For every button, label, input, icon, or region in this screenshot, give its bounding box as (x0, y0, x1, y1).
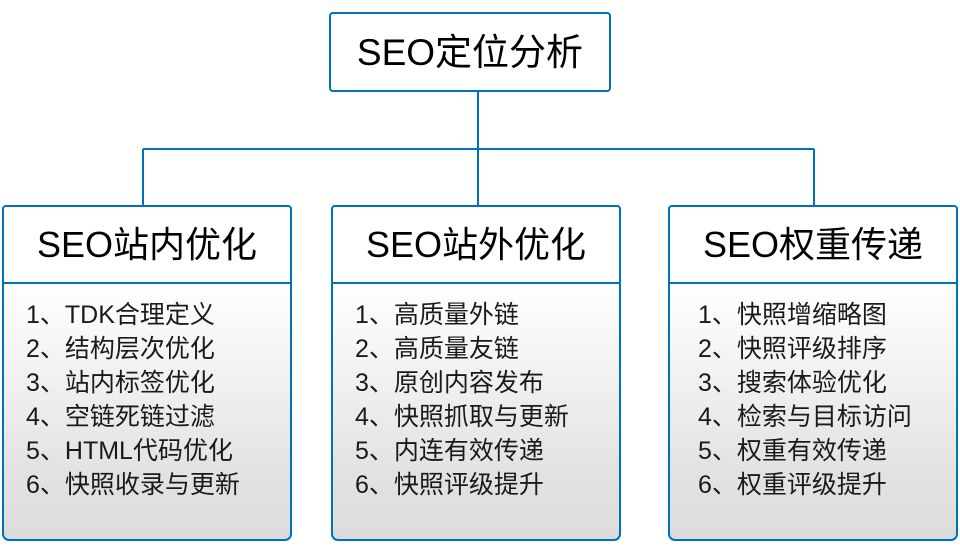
branch-body-3: 1、快照增缩略图 2、快照评级排序 3、搜索体验优化 4、检索与目标访问 5、权… (668, 284, 958, 541)
list-item: 5、HTML代码优化 (26, 437, 233, 465)
branch-title-2: SEO站外优化 (365, 223, 587, 265)
list-item: 5、权重有效传递 (698, 437, 887, 465)
list-item: 4、空链死链过滤 (26, 403, 215, 431)
list-item: 2、高质量友链 (355, 335, 519, 363)
list-item: 6、权重评级提升 (698, 471, 887, 499)
branch-list-3: 1、快照增缩略图 2、快照评级排序 3、搜索体验优化 4、检索与目标访问 5、权… (670, 298, 912, 502)
list-item: 3、搜索体验优化 (698, 369, 887, 397)
list-item: 2、结构层次优化 (26, 335, 215, 363)
list-item: 4、快照抓取与更新 (355, 403, 569, 431)
list-item: 4、检索与目标访问 (698, 403, 912, 431)
branch-title-3: SEO权重传递 (702, 223, 924, 265)
branch-body-1: 1、TDK合理定义 2、结构层次优化 3、站内标签优化 4、空链死链过滤 5、H… (2, 284, 292, 541)
list-item: 1、快照增缩略图 (698, 301, 887, 329)
list-item: 6、快照收录与更新 (26, 471, 240, 499)
list-item: 1、TDK合理定义 (26, 301, 215, 329)
branch-header-3[interactable]: SEO权重传递 (668, 205, 958, 284)
list-item: 6、快照评级提升 (355, 471, 544, 499)
list-item: 3、原创内容发布 (355, 369, 544, 397)
list-item: 5、内连有效传递 (355, 437, 544, 465)
branch-node-1[interactable]: SEO站内优化 1、TDK合理定义 2、结构层次优化 3、站内标签优化 4、空链… (2, 205, 292, 541)
branch-node-3[interactable]: SEO权重传递 1、快照增缩略图 2、快照评级排序 3、搜索体验优化 4、检索与… (668, 205, 958, 541)
branch-list-2: 1、高质量外链 2、高质量友链 3、原创内容发布 4、快照抓取与更新 5、内连有… (333, 298, 569, 502)
branch-header-1[interactable]: SEO站内优化 (2, 205, 292, 284)
branch-body-2: 1、高质量外链 2、高质量友链 3、原创内容发布 4、快照抓取与更新 5、内连有… (331, 284, 621, 541)
branch-header-2[interactable]: SEO站外优化 (331, 205, 621, 284)
branch-title-1: SEO站内优化 (36, 223, 258, 265)
root-node[interactable]: SEO定位分析 (329, 12, 611, 92)
list-item: 2、快照评级排序 (698, 335, 887, 363)
root-node-label: SEO定位分析 (356, 31, 584, 73)
list-item: 1、高质量外链 (355, 301, 519, 329)
list-item: 3、站内标签优化 (26, 369, 215, 397)
branch-list-1: 1、TDK合理定义 2、结构层次优化 3、站内标签优化 4、空链死链过滤 5、H… (4, 298, 240, 502)
branch-node-2[interactable]: SEO站外优化 1、高质量外链 2、高质量友链 3、原创内容发布 4、快照抓取与… (331, 205, 621, 541)
